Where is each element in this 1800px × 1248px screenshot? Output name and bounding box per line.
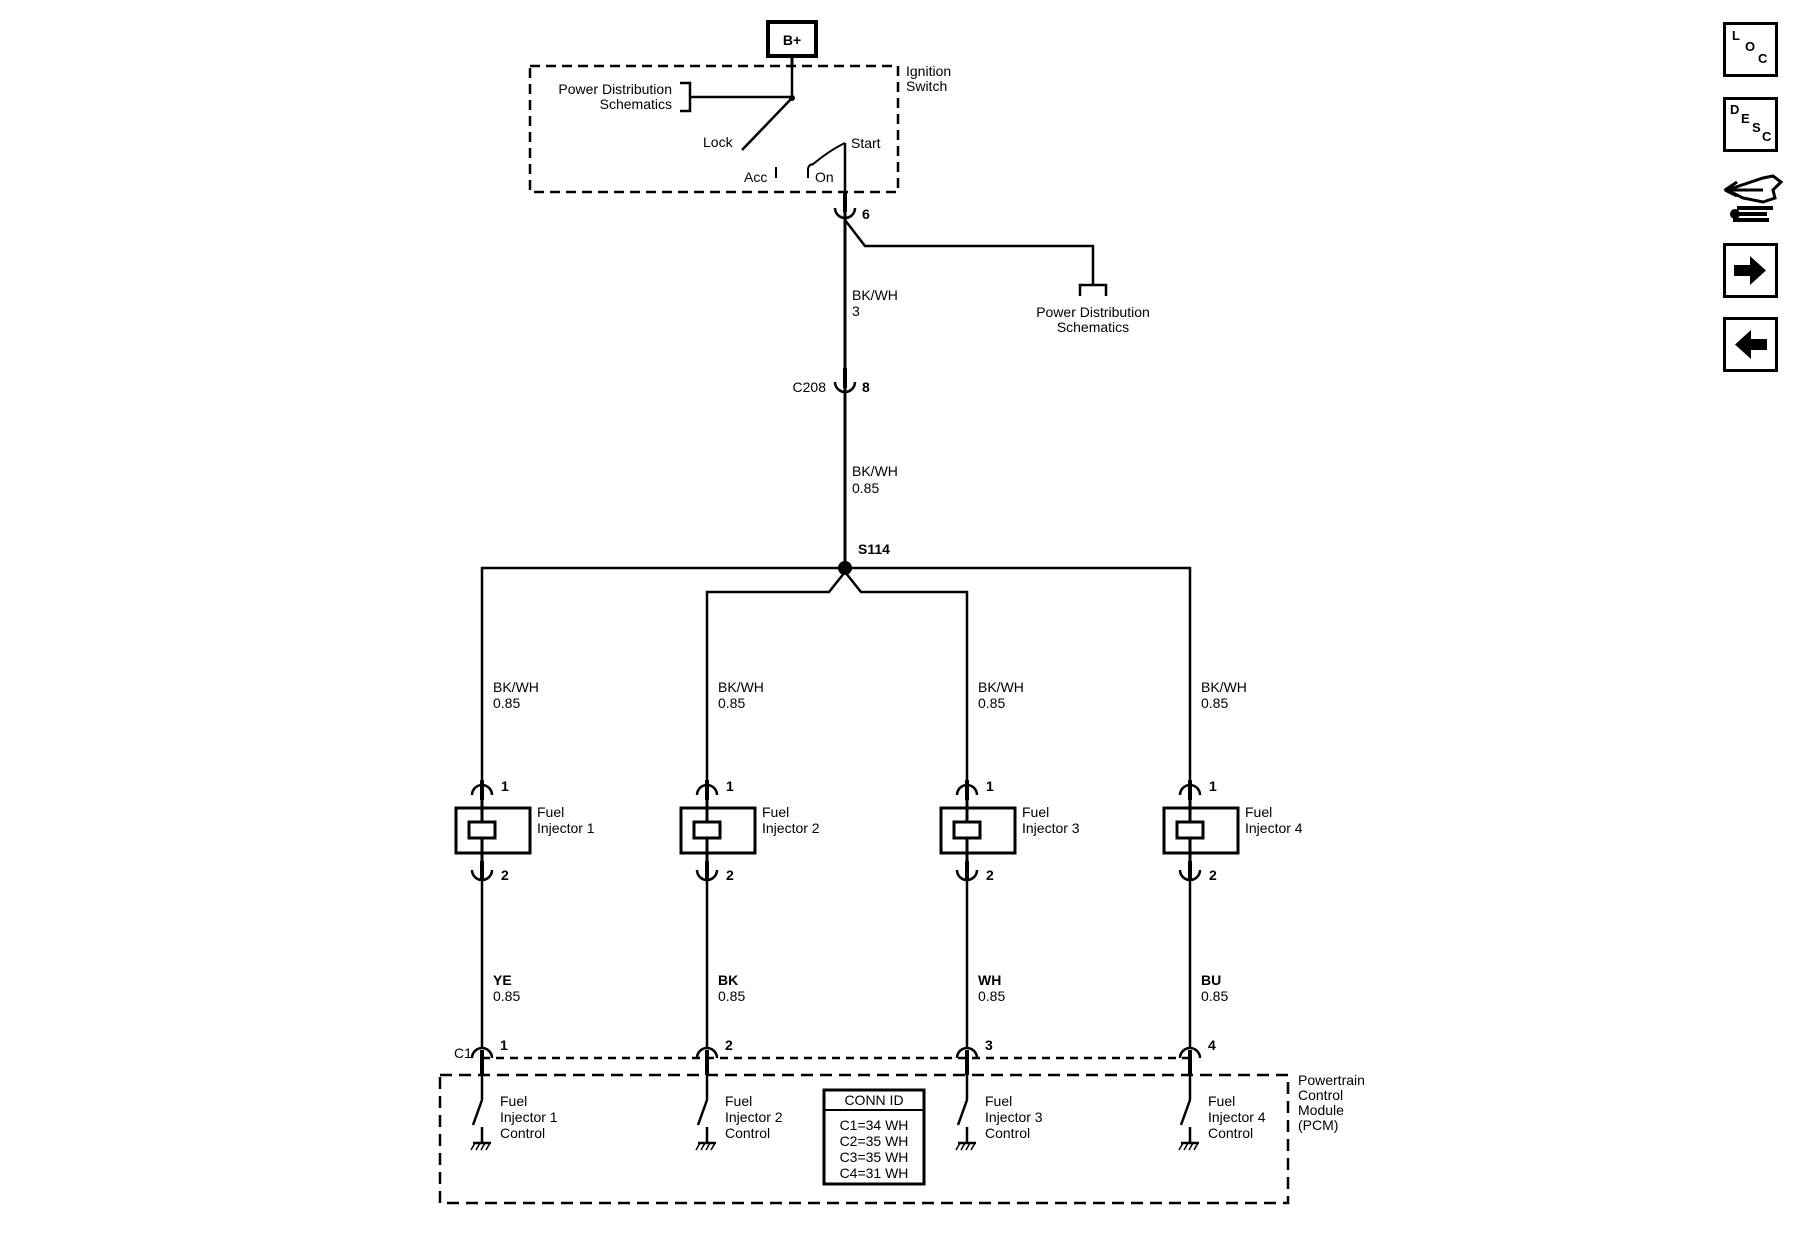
svg-text:0.85: 0.85 bbox=[978, 695, 1005, 711]
svg-text:BK/WH: BK/WH bbox=[718, 679, 764, 695]
svg-text:C4=31 WH: C4=31 WH bbox=[840, 1165, 909, 1181]
svg-text:WH: WH bbox=[978, 972, 1001, 988]
svg-text:B+: B+ bbox=[783, 32, 801, 48]
left-arrow-icon bbox=[1735, 330, 1767, 359]
svg-text:Control: Control bbox=[1208, 1125, 1253, 1141]
power-distribution-branch: Power Distribution Schematics bbox=[844, 219, 1150, 335]
svg-text:4: 4 bbox=[1208, 1037, 1216, 1053]
connector-pin-6: 6 bbox=[833, 192, 870, 222]
svg-text:1: 1 bbox=[726, 778, 734, 794]
svg-text:0.85: 0.85 bbox=[978, 988, 1005, 1004]
svg-text:Control: Control bbox=[1298, 1087, 1343, 1103]
powertrain-control-module: C1 Powertrain Control Module (PCM) CONN … bbox=[438, 1045, 1365, 1205]
svg-text:1: 1 bbox=[986, 778, 994, 794]
connector-id-table: CONN ID C1=34 WH C2=35 WH C3=35 WH C4=31… bbox=[822, 1088, 926, 1186]
svg-text:Injector 1: Injector 1 bbox=[537, 820, 595, 836]
svg-text:C1=34 WH: C1=34 WH bbox=[840, 1117, 909, 1133]
svg-text:Injector 2: Injector 2 bbox=[762, 820, 820, 836]
svg-text:2: 2 bbox=[725, 1037, 733, 1053]
svg-text:Fuel: Fuel bbox=[1245, 804, 1272, 820]
svg-text:BU: BU bbox=[1201, 972, 1221, 988]
splice-s114: S114 bbox=[480, 541, 1192, 880]
svg-text:C2=35 WH: C2=35 WH bbox=[840, 1133, 909, 1149]
svg-text:Fuel: Fuel bbox=[1208, 1093, 1235, 1109]
svg-text:0.85: 0.85 bbox=[1201, 695, 1228, 711]
ignition-switch: Ignition Switch Power Distribution Schem… bbox=[528, 63, 951, 194]
svg-text:(PCM): (PCM) bbox=[1298, 1117, 1338, 1133]
next-page-button[interactable] bbox=[1723, 243, 1778, 298]
svg-text:Injector 3: Injector 3 bbox=[985, 1109, 1043, 1125]
svg-text:C3=35 WH: C3=35 WH bbox=[840, 1149, 909, 1165]
svg-text:0.85: 0.85 bbox=[493, 988, 520, 1004]
pcm-label: Powertrain bbox=[1298, 1072, 1365, 1088]
svg-text:Fuel: Fuel bbox=[537, 804, 564, 820]
svg-text:Schematics: Schematics bbox=[1057, 319, 1129, 335]
svg-text:0.85: 0.85 bbox=[493, 695, 520, 711]
svg-text:S114: S114 bbox=[858, 541, 890, 557]
svg-text:Fuel: Fuel bbox=[725, 1093, 752, 1109]
svg-text:2: 2 bbox=[986, 867, 994, 883]
description-button[interactable]: D E S C bbox=[1723, 97, 1778, 152]
svg-text:BK/WH: BK/WH bbox=[1201, 679, 1247, 695]
connector-c208: C208 8 bbox=[793, 368, 870, 395]
ignition-switch-label: Ignition bbox=[906, 63, 951, 79]
svg-text:Injector 2: Injector 2 bbox=[725, 1109, 783, 1125]
svg-text:Control: Control bbox=[725, 1125, 770, 1141]
svg-text:0.85: 0.85 bbox=[718, 988, 745, 1004]
svg-text:Fuel: Fuel bbox=[985, 1093, 1012, 1109]
svg-text:Fuel: Fuel bbox=[1022, 804, 1049, 820]
svg-text:1: 1 bbox=[500, 1037, 508, 1053]
svg-text:1: 1 bbox=[1209, 778, 1217, 794]
svg-text:BK/WH: BK/WH bbox=[852, 463, 898, 479]
connector-view-icon[interactable] bbox=[1723, 168, 1784, 223]
svg-text:Fuel: Fuel bbox=[762, 804, 789, 820]
svg-text:Injector 4: Injector 4 bbox=[1245, 820, 1303, 836]
right-arrow-icon bbox=[1734, 256, 1766, 285]
svg-text:Fuel: Fuel bbox=[500, 1093, 527, 1109]
svg-text:C1: C1 bbox=[454, 1045, 472, 1061]
svg-text:Schematics: Schematics bbox=[600, 96, 672, 112]
location-button[interactable]: L O C bbox=[1723, 22, 1778, 77]
svg-text:BK/WH: BK/WH bbox=[978, 679, 1024, 695]
svg-text:Lock: Lock bbox=[703, 134, 734, 150]
svg-text:2: 2 bbox=[1209, 867, 1217, 883]
wire-color-label: BK/WH bbox=[852, 287, 898, 303]
svg-text:CONN ID: CONN ID bbox=[844, 1092, 903, 1108]
svg-text:2: 2 bbox=[726, 867, 734, 883]
svg-text:3: 3 bbox=[852, 303, 860, 319]
svg-text:Acc: Acc bbox=[744, 169, 767, 185]
svg-text:BK/WH: BK/WH bbox=[493, 679, 539, 695]
svg-text:YE: YE bbox=[493, 972, 512, 988]
svg-text:0.85: 0.85 bbox=[718, 695, 745, 711]
svg-text:0.85: 0.85 bbox=[1201, 988, 1228, 1004]
svg-text:Power Distribution: Power Distribution bbox=[1036, 304, 1150, 320]
svg-text:BK: BK bbox=[718, 972, 738, 988]
svg-text:Start: Start bbox=[851, 135, 881, 151]
svg-text:1: 1 bbox=[501, 778, 509, 794]
svg-text:Module: Module bbox=[1298, 1102, 1344, 1118]
svg-text:Control: Control bbox=[985, 1125, 1030, 1141]
svg-text:6: 6 bbox=[862, 206, 870, 222]
svg-text:2: 2 bbox=[501, 867, 509, 883]
previous-page-button[interactable] bbox=[1723, 317, 1778, 372]
power-distribution-schematics-label: Power Distribution bbox=[558, 81, 672, 97]
svg-text:C208: C208 bbox=[793, 379, 827, 395]
svg-text:0.85: 0.85 bbox=[852, 480, 879, 496]
battery-positive-terminal: B+ bbox=[766, 20, 818, 66]
svg-text:Switch: Switch bbox=[906, 78, 947, 94]
svg-text:Control: Control bbox=[500, 1125, 545, 1141]
svg-text:3: 3 bbox=[985, 1037, 993, 1053]
svg-text:Injector 1: Injector 1 bbox=[500, 1109, 558, 1125]
svg-text:Injector 3: Injector 3 bbox=[1022, 820, 1080, 836]
svg-text:Injector 4: Injector 4 bbox=[1208, 1109, 1266, 1125]
svg-text:8: 8 bbox=[862, 379, 870, 395]
svg-text:On: On bbox=[815, 169, 834, 185]
